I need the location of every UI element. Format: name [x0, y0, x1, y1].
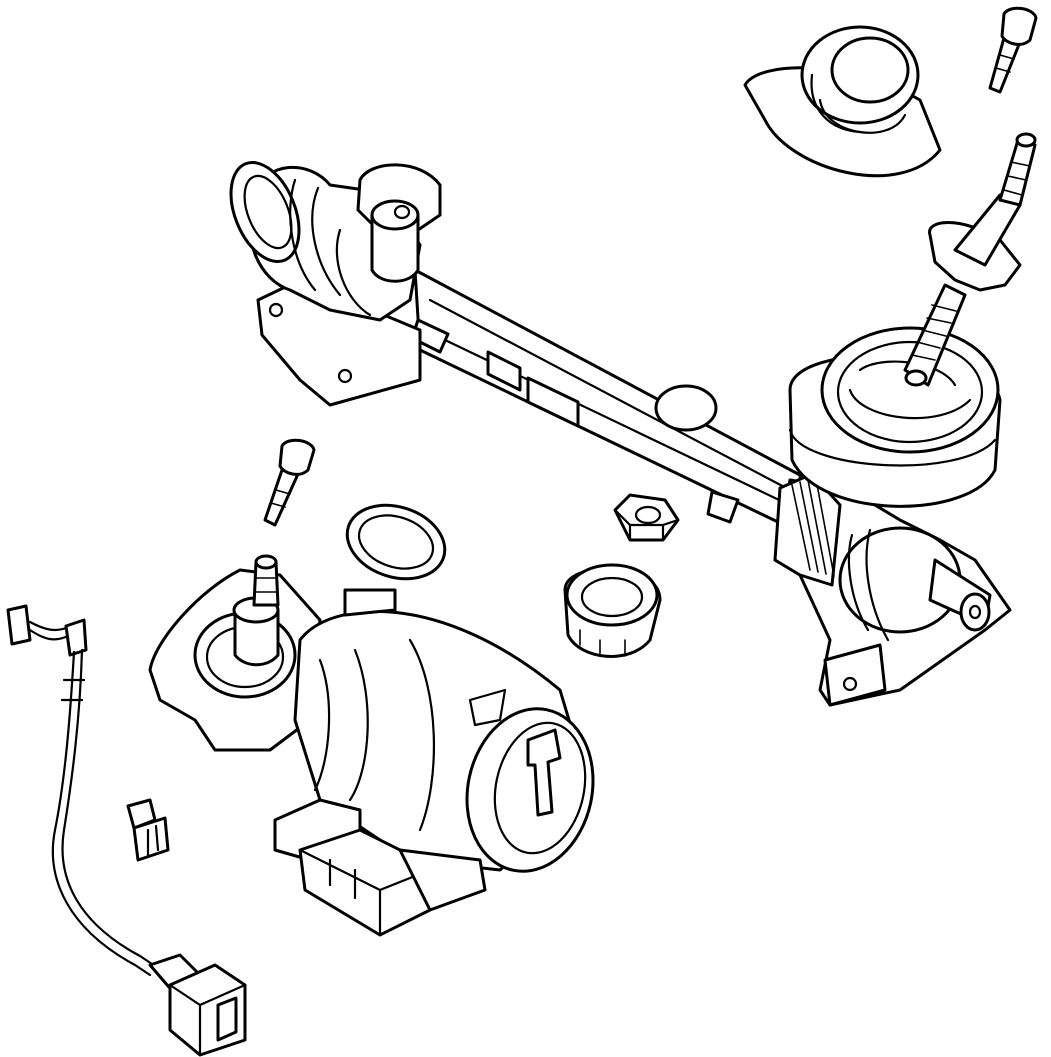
wiring-harness	[6, 604, 212, 1002]
lock-nut	[613, 493, 680, 542]
pinion-shaft	[903, 132, 1037, 387]
motor-mounting-bolt	[263, 438, 316, 527]
pinion-valve-body	[773, 326, 1012, 707]
wiring-connector	[168, 963, 247, 1057]
harness-clip	[126, 798, 170, 862]
rack-mounting-bolt	[988, 6, 1038, 94]
motor-control-module	[273, 798, 487, 937]
steering-rack-housing	[229, 160, 807, 537]
adjuster-plug	[563, 563, 662, 658]
pinion-boot-seal	[743, 25, 942, 178]
electric-assist-motor	[148, 554, 595, 873]
o-ring-seal	[345, 503, 447, 581]
